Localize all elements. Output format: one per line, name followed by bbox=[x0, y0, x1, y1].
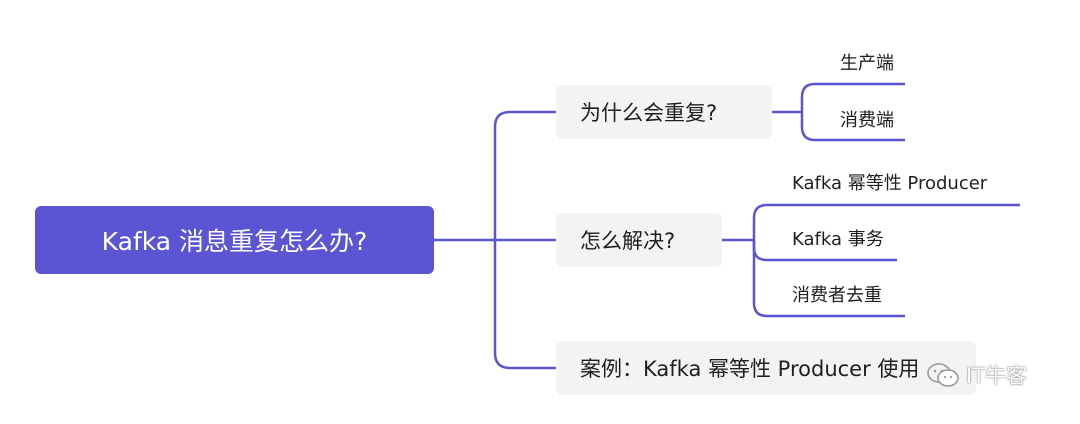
branch-node-label: 为什么会重复? bbox=[580, 101, 718, 125]
leaf-node-producer-side[interactable]: 生产端 bbox=[840, 53, 894, 75]
branch-node-label: 怎么解决? bbox=[580, 229, 676, 253]
branch-node-label: 案例：Kafka 幂等性 Producer 使用 bbox=[580, 357, 920, 381]
leaf-node-label: 生产端 bbox=[840, 53, 894, 74]
connector-trunk-case bbox=[493, 240, 556, 370]
leaf-node-consumer-dedup[interactable]: 消费者去重 bbox=[792, 285, 882, 307]
wechat-icon bbox=[927, 363, 959, 387]
root-node[interactable]: Kafka 消息重复怎么办? bbox=[35, 206, 434, 274]
connector-how-dedup bbox=[752, 240, 905, 318]
leaf-node-label: Kafka 事务 bbox=[792, 229, 884, 250]
connector-why-producer bbox=[800, 82, 905, 112]
leaf-node-label: 消费者去重 bbox=[792, 285, 882, 306]
branch-node-case[interactable]: 案例：Kafka 幂等性 Producer 使用 bbox=[556, 341, 976, 395]
watermark-label: IT牛客 bbox=[966, 364, 1028, 388]
root-node-label: Kafka 消息重复怎么办? bbox=[101, 227, 368, 256]
branch-node-why[interactable]: 为什么会重复? bbox=[556, 85, 772, 139]
leaf-node-label: Kafka 幂等性 Producer bbox=[792, 173, 988, 194]
connector-why-consumer bbox=[800, 112, 905, 142]
connector-how-idempotent bbox=[752, 203, 1020, 240]
leaf-node-label: 消费端 bbox=[840, 110, 894, 131]
branch-node-how[interactable]: 怎么解决? bbox=[556, 213, 722, 267]
leaf-node-transaction[interactable]: Kafka 事务 bbox=[792, 229, 884, 251]
leaf-node-idempotent-producer[interactable]: Kafka 幂等性 Producer bbox=[792, 173, 987, 195]
watermark: IT牛客 bbox=[926, 360, 1027, 390]
connector-trunk-why bbox=[493, 110, 556, 240]
leaf-node-consumer-side[interactable]: 消费端 bbox=[840, 110, 894, 132]
